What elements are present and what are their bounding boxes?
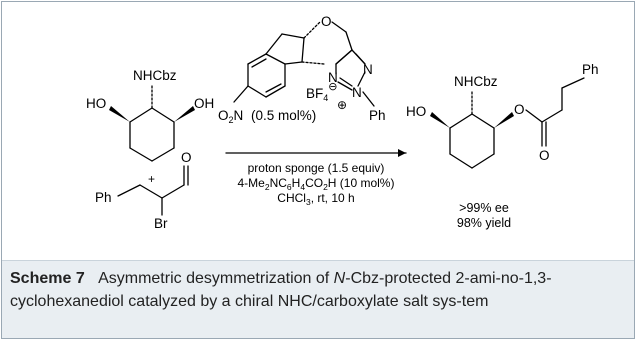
catalyst-n-mid-label: N <box>328 70 338 85</box>
catalyst-ph-label: Ph <box>369 108 386 123</box>
aldehyde-structure <box>117 165 189 216</box>
bf4-counterion: BF4⊖ <box>306 81 338 103</box>
product-structure <box>430 77 585 169</box>
caption-text-after: -Cbz-protected 2-ami-no-1,3-cyclohexaned… <box>10 270 552 310</box>
caption-label: Scheme 7 <box>10 270 85 287</box>
caption-text-before: Asymmetric desymmetrization of <box>98 270 334 287</box>
product-ester-o-label: O <box>514 102 525 117</box>
reaction-arrow <box>225 149 407 157</box>
aldehyde-br-label: Br <box>154 216 168 231</box>
aldehyde-o-label: O <box>181 150 192 165</box>
scheme-caption: Scheme 7 Asymmetric desymmetrization of … <box>2 260 634 338</box>
condition-line-3: CHCl3, rt, 10 h <box>277 191 354 207</box>
caption-text-italic: N <box>333 270 346 287</box>
catalyst-loading-label: (0.5 mol%) <box>251 108 316 123</box>
aldehyde-ph-label: Ph <box>95 190 112 205</box>
starting-diol-structure <box>109 85 195 162</box>
plus-sign: + <box>148 172 155 186</box>
product-ph-label: Ph <box>582 62 599 77</box>
catalyst-n-bottom-label: N <box>352 85 362 100</box>
reaction-scheme: NHCbz HO OH + Ph Br O O N N N Ph ⊕ BF4⊖ … <box>86 14 599 231</box>
product-ee-label: >99% ee <box>459 201 509 215</box>
catalyst-o-label: O <box>321 14 332 29</box>
product-carbonyl-o-label: O <box>539 148 550 163</box>
condition-line-1: proton sponge (1.5 equiv) <box>248 161 385 175</box>
sm-nhcbz-label: NHCbz <box>133 68 177 83</box>
nhc-catalyst-structure <box>233 21 375 107</box>
catalyst-n-top-label: N <box>363 62 373 77</box>
sm-ho-label: HO <box>86 96 106 111</box>
caption-text: Asymmetric desymmetrization of N-Cbz-pro… <box>10 270 552 310</box>
product-ho-label: HO <box>406 104 426 119</box>
sm-oh-label: OH <box>194 96 214 111</box>
catalyst-plus-charge: ⊕ <box>337 98 347 112</box>
condition-line-2: 4-Me2NC6H4CO2H (10 mol%) <box>238 176 395 192</box>
product-yield-label: 98% yield <box>457 216 511 230</box>
nitro-group-label: O2N <box>218 108 243 125</box>
product-nhcbz-label: NHCbz <box>454 74 498 89</box>
